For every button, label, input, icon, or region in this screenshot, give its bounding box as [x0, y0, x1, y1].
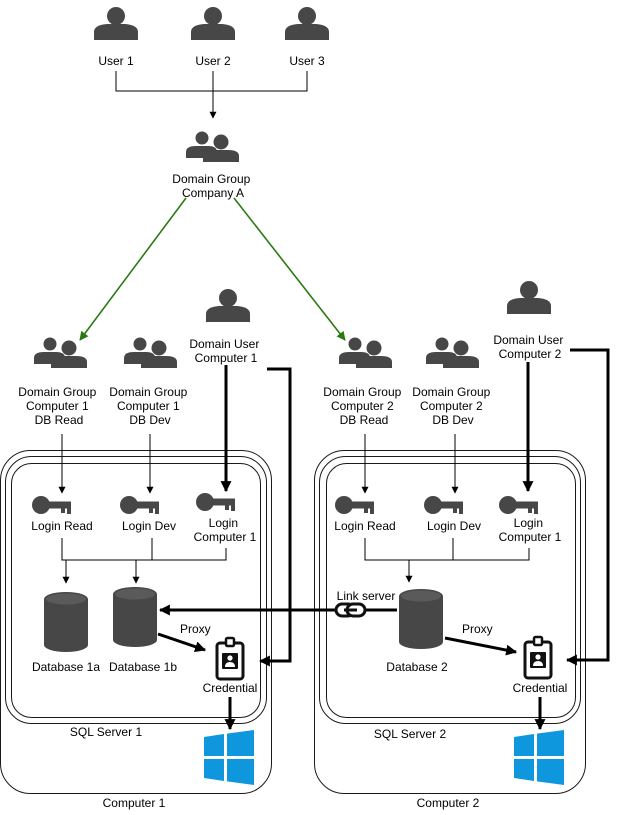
database-icon — [44, 592, 88, 652]
credential1-label: Credential — [203, 681, 258, 695]
group-computer2-dev-label: Domain Group Computer 2 DB Dev — [412, 385, 493, 427]
domain-user-computer1-label: Domain User Computer 1 — [189, 337, 262, 365]
domain-user2-to-credential-arrow — [565, 348, 610, 666]
group-icon — [124, 337, 177, 368]
sql-server1-label: SQL Server 1 — [70, 725, 143, 739]
login2-computer-label: Login Computer 1 — [499, 516, 562, 544]
key-icon — [196, 493, 235, 511]
database-1a-label: Database 1a — [32, 660, 100, 674]
windows-logo-icon — [204, 730, 254, 785]
domain-group-company-label: Domain Group Company A — [172, 172, 253, 200]
proxy2-label: Proxy — [462, 622, 493, 636]
domain-user1-to-credential-arrow — [258, 367, 292, 667]
logins-to-databases-connector — [61, 538, 227, 561]
login2-read-label: Login Read — [334, 519, 395, 533]
user-3-label: User 3 — [289, 54, 325, 68]
computer2-label: Computer 2 — [417, 796, 480, 810]
database-1b-label: Database 1b — [109, 660, 177, 674]
user-1-label: User 1 — [98, 54, 134, 68]
key-icon — [424, 496, 463, 514]
credential-badge-icon — [523, 635, 553, 680]
link-server-label: Link server — [337, 589, 396, 603]
user-icon — [507, 281, 551, 314]
logins2-to-database-connector — [364, 538, 530, 561]
key-icon — [120, 496, 159, 514]
sql-server1-inner-box — [11, 463, 261, 718]
windows-logo-icon — [514, 730, 564, 785]
group-icon — [186, 131, 239, 162]
proxy1-arrow — [157, 632, 207, 653]
user-icon — [206, 289, 250, 322]
chain-link-icon — [334, 602, 367, 618]
login-read-label: Login Read — [31, 519, 92, 533]
credential2-label: Credential — [513, 681, 568, 695]
key-icon — [499, 496, 538, 514]
proxy2-arrow — [444, 636, 518, 656]
sql-server2-inner-box — [326, 463, 576, 718]
group-computer1-dev-label: Domain Group Computer 1 DB Dev — [109, 385, 190, 427]
user-2-label: User 2 — [195, 54, 231, 68]
group-icon — [339, 337, 392, 368]
database-icon — [113, 587, 157, 647]
key-icon — [32, 496, 71, 514]
proxy1-label: Proxy — [180, 622, 211, 636]
login-computer1-label: Login Computer 1 — [194, 516, 257, 544]
group-icon — [34, 337, 87, 368]
group-to-computer2-arrow — [233, 197, 346, 341]
sql-server1-box — [5, 456, 267, 724]
computer1-label: Computer 1 — [103, 796, 166, 810]
computer1-box — [0, 450, 272, 794]
sql-server2-label: SQL Server 2 — [374, 727, 447, 741]
sql-server2-box — [319, 456, 581, 724]
computer2-box — [314, 450, 586, 794]
credential-badge-icon — [215, 636, 245, 681]
domain-user-computer2-label: Domain User Computer 2 — [493, 333, 566, 361]
group-computer2-read-label: Domain Group Computer 2 DB Read — [323, 385, 404, 427]
user-icon — [191, 7, 235, 40]
group-icon — [426, 337, 479, 368]
login-dev-label: Login Dev — [122, 519, 176, 533]
group-to-computer1-arrow — [79, 197, 187, 341]
users-bracket-connector — [115, 71, 308, 92]
login2-dev-label: Login Dev — [427, 519, 481, 533]
database-2-label: Database 2 — [386, 660, 448, 674]
group-computer1-read-label: Domain Group Computer 1 DB Read — [18, 385, 99, 427]
key-icon — [335, 496, 374, 514]
user-icon — [285, 7, 329, 40]
user-icon — [94, 7, 138, 40]
database-icon — [399, 589, 443, 649]
